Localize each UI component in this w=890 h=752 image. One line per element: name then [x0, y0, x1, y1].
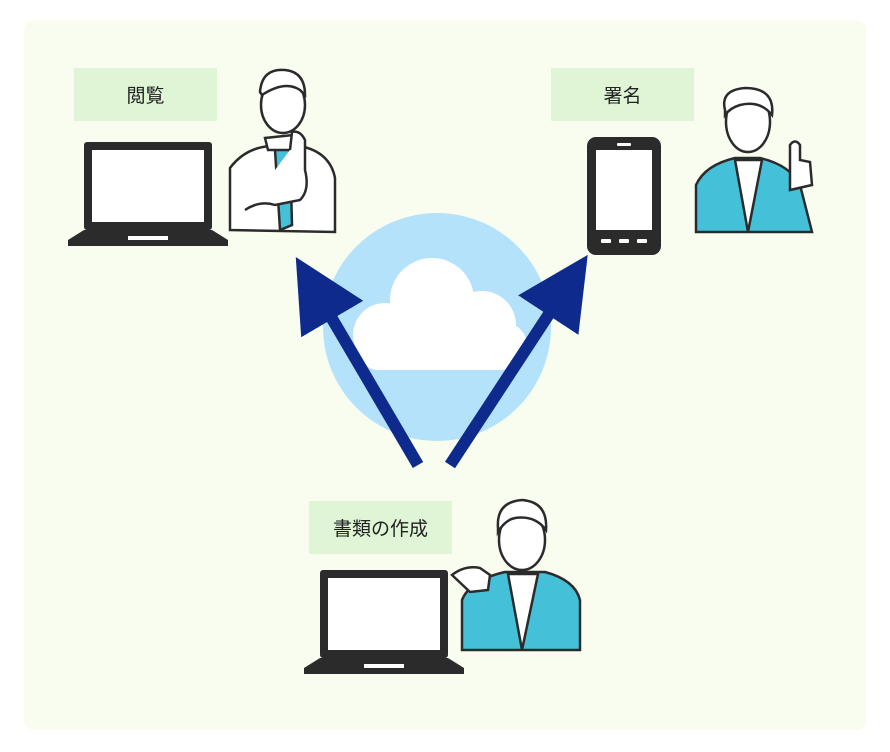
laptop-icon: [304, 570, 464, 674]
cloud-icon: [323, 213, 551, 441]
label-sign: 署名: [551, 68, 694, 121]
label-create-document: 書類の作成: [309, 501, 452, 554]
label-view: 閲覧: [74, 68, 217, 121]
laptop-icon: [68, 142, 228, 246]
person-icon: [450, 498, 582, 652]
person-icon: [694, 86, 814, 234]
smartphone-icon: [587, 137, 661, 255]
person-icon: [228, 68, 337, 234]
arrow-icon: [295, 254, 588, 469]
